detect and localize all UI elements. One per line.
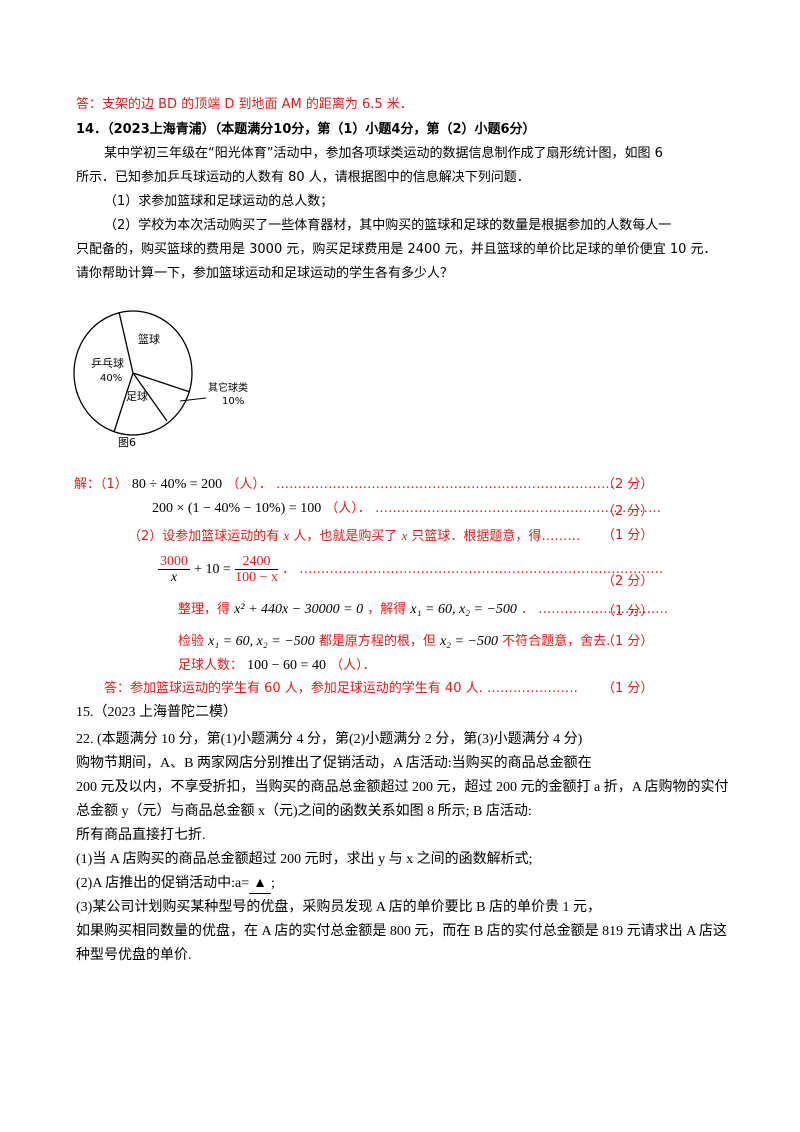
pie-label-other: 其它球类	[208, 381, 248, 394]
solution-prefix: 解：（1）	[74, 477, 128, 492]
q15-line1: 22. (本题满分 10 分，第(1)小题满分 4 分，第(2)小题满分 2 分…	[76, 732, 583, 747]
q15-line2: 购物节期间，A、B 两家网店分别推出了促销活动，A 店活动:当购买的商品总金额在	[76, 756, 592, 771]
pie-divider-basketball	[118, 311, 134, 374]
pie-chart-figure-6: 篮球 乒乓球 40% 足球 其它球类 10% 图6	[73, 310, 248, 449]
pie-divider-pingpong	[113, 372, 134, 433]
check-x2: x₂ = −500	[439, 634, 498, 649]
solution-part2-setup: （2）设参加篮球运动的有 x 人，也就是购买了 x 只篮球．根据题意，得………	[128, 527, 580, 546]
score-check: （1 分）	[602, 634, 654, 649]
frac1-den: x	[170, 570, 178, 585]
q15-line7-end: ;	[271, 876, 275, 891]
score-step1: （2 分）	[602, 477, 654, 492]
answer-text: 答：参加篮球运动的学生有 60 人，参加足球运动的学生有 40 人.	[104, 681, 483, 696]
frac2-den: 100 − x	[235, 570, 278, 585]
score-step2: （2 分）	[602, 504, 654, 519]
q14-part2-line1: （2）学校为本次活动购买了一些体育器材，其中购买的篮球和足球的数量是根据参加的人…	[104, 218, 672, 233]
check-roots: x₁ = 60, x₂ = −500	[208, 634, 315, 649]
pie-outline	[73, 310, 193, 436]
setup-var-x1: x	[283, 528, 290, 543]
fraction-3000-over-x: 3000 x	[158, 554, 190, 585]
q15-header: 15.（2023 上海普陀二模）	[76, 705, 237, 720]
pie-label-basketball: 篮球	[138, 332, 160, 346]
solution-football-count: 足球人数： 100 − 60 = 40 （人）．	[178, 657, 376, 675]
pie-label-football: 足球	[126, 389, 148, 403]
roots-dot: ．	[521, 602, 535, 617]
q15-line7-text: (2)A 店推出的促销活动中:a=	[76, 876, 250, 891]
pie-caption: 图6	[118, 436, 136, 449]
pie-divider-other	[132, 372, 191, 393]
q15-line5: 所有商品直接打七折.	[76, 828, 206, 843]
q15-line10: 种型号优盘的单价.	[76, 948, 192, 963]
solution-equation: 3000 x + 10 = 2400 100 − x ． ………………………………	[158, 554, 664, 585]
simplify-text-a: 整理，得	[178, 602, 231, 617]
setup-var-x2: x	[401, 528, 408, 543]
football-text: 足球人数：	[178, 658, 244, 673]
score-setup: （1 分）	[602, 528, 654, 543]
q14-part2-line2: 只配备的，购买篮球的费用是 3000 元，购买足球费用是 2400 元，并且篮球…	[76, 242, 717, 257]
check-text-a: 检验	[178, 634, 205, 649]
simplify-eq: x² + 440x − 30000 = 0	[234, 602, 364, 617]
solution-check: 检验 x₁ = 60, x₂ = −500 都是原方程的根，但 x₂ = −50…	[178, 633, 610, 651]
solution-step2-unit: （人）．	[325, 501, 371, 516]
pie-pct-other: 10%	[222, 396, 244, 407]
football-expr: 100 − 60 = 40	[247, 658, 326, 673]
football-unit: （人）．	[330, 658, 376, 673]
solution-step2-expr: 200 × (1 − 40% − 10%) = 100	[152, 501, 322, 516]
simplify-roots: x₁ = 60, x₂ = −500	[410, 602, 517, 617]
eq-plus: + 10 =	[194, 562, 231, 577]
solution-step1-expr: 80 ÷ 40% = 200	[131, 477, 223, 492]
q14-stem-line2: 所示．已知参加乒乓球运动的人数有 80 人，请根据图中的信息解决下列问题．	[76, 170, 530, 185]
pie-divider-football	[132, 372, 168, 422]
solution-step1-unit: （人）．	[226, 477, 272, 492]
solution-step1: 解：（1） 80 ÷ 40% = 200 （人）． ………………………………………	[74, 477, 614, 492]
q15-line4: 总金额 y（元）与商品总金额 x（元)之间的函数关系如图 8 所示; B 店活动…	[76, 804, 532, 819]
answer-blank: ▲	[249, 875, 272, 894]
check-text-c: 不符合题意，舍去.	[502, 634, 611, 649]
frac1-num: 3000	[158, 554, 190, 570]
previous-answer: 答：支架的边 BD 的顶端 D 到地面 AM 的距离为 6.5 米．	[76, 97, 413, 112]
q15-line7: (2)A 店推出的促销活动中:a=▲;	[76, 875, 275, 894]
score-simplify: （1 分）	[602, 604, 654, 619]
q14-part2-line3: 请你帮助计算一下，参加篮球运动和足球运动的学生各有多少人？	[76, 266, 454, 281]
score-answer: （1 分）	[602, 681, 654, 696]
q14-part1: （1）求参加篮球和足球运动的总人数；	[104, 194, 334, 209]
fraction-2400-over-100-minus-x: 2400 100 − x	[235, 554, 278, 585]
q14-header: 14．（2023上海青浦）（本题满分10分，第（1）小题4分，第（2）小题6分）	[76, 122, 536, 137]
pie-leader-other	[179, 397, 207, 402]
solution-step2: 200 × (1 − 40% − 10%) = 100 （人）． ……………………	[152, 501, 662, 516]
score-equation: （2 分）	[602, 574, 654, 589]
pie-label-pingpong: 乒乓球	[91, 356, 124, 370]
q14-stem-line1: 某中学初三年级在“阳光体育”活动中，参加各项球类运动的数据信息制作成了扇形统计图…	[104, 146, 663, 161]
setup-text-c: 只篮球．根据题意，得………	[411, 529, 581, 544]
q15-line6: (1)当 A 店购买的商品总金额超过 200 元时，求出 y 与 x 之间的函数…	[76, 852, 533, 867]
q15-line3: 200 元及以内，不享受折扣，当购买的商品总金额超过 200 元，超过 200 …	[76, 780, 729, 795]
frac2-num: 2400	[235, 554, 278, 570]
pie-pct-pingpong: 40%	[100, 373, 122, 384]
eq-dot: ．	[282, 562, 296, 577]
q15-line9: 如果购买相同数量的优盘，在 A 店的实付总金额是 800 元，而在 B 店的实付…	[76, 924, 728, 939]
solution-answer: 答：参加篮球运动的学生有 60 人，参加足球运动的学生有 40 人. ………………	[104, 681, 578, 696]
simplify-text-b: ，解得	[367, 602, 407, 617]
q15-line8: (3)某公司计划购买某种型号的优盘，采购员发现 A 店的单价要比 B 店的单价贵…	[76, 900, 601, 915]
setup-text-a: （2）设参加篮球运动的有	[128, 529, 280, 544]
setup-text-b: 人，也就是购买了	[293, 529, 398, 544]
solution-simplify: 整理，得 x² + 440x − 30000 = 0 ，解得 x₁ = 60, …	[178, 602, 669, 617]
check-text-b: 都是原方程的根，但	[318, 634, 436, 649]
